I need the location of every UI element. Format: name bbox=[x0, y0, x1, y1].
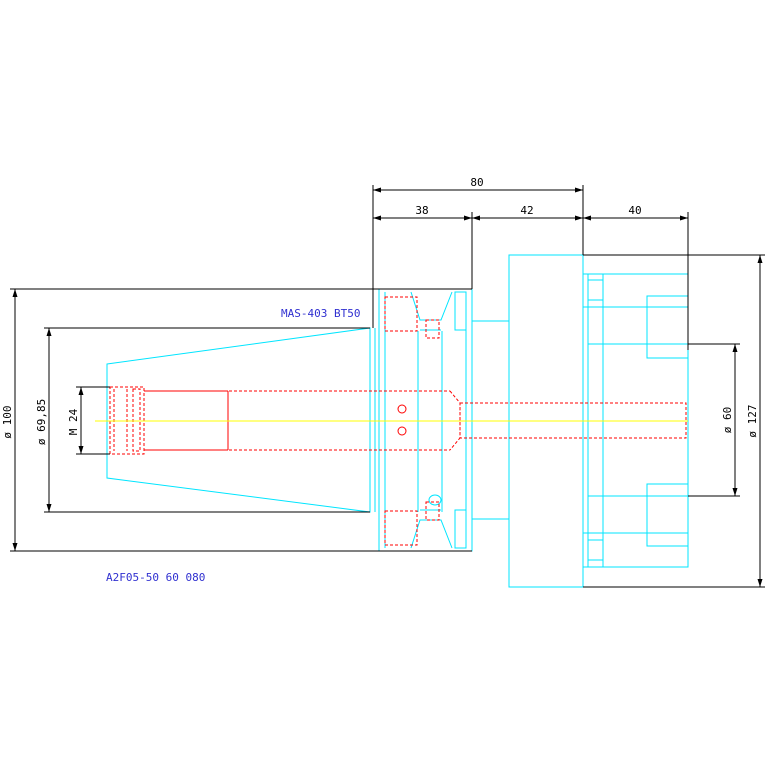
dimension-lines bbox=[10, 185, 765, 588]
dim-label-40: 40 bbox=[628, 204, 641, 217]
arrow-127-top bbox=[757, 255, 763, 263]
dim-label-dia60: ø 60 bbox=[721, 407, 734, 434]
spindle-spec-note: A2F05-50 60 080 bbox=[106, 571, 205, 584]
clamp-block-top bbox=[646, 295, 689, 359]
v-groove-top bbox=[410, 291, 453, 321]
key-slot-top bbox=[425, 319, 440, 339]
arrow-80-right bbox=[575, 187, 583, 193]
dim-label-38: 38 bbox=[415, 204, 428, 217]
v-groove-bottom bbox=[410, 519, 453, 549]
neck bbox=[471, 320, 510, 520]
arrow-100-bottom bbox=[12, 543, 18, 551]
thread-m24-inner bbox=[132, 388, 141, 452]
flange-pocket-top bbox=[384, 296, 418, 332]
arrow-38-left bbox=[373, 215, 381, 221]
hidden-features bbox=[109, 296, 687, 546]
stud-bottom bbox=[588, 539, 604, 561]
arrow-127-bottom bbox=[757, 579, 763, 587]
taper-spec-note: MAS-403 BT50 bbox=[281, 307, 360, 320]
arrow-100-top bbox=[12, 289, 18, 297]
flange-pocket-bottom bbox=[384, 510, 418, 546]
drive-slot-bottom bbox=[454, 509, 467, 549]
dim-label-dia6985: ø 69,85 bbox=[35, 399, 48, 445]
clamp-block-bottom bbox=[646, 483, 689, 547]
dim-label-80: 80 bbox=[470, 176, 483, 189]
arrow-40-left bbox=[583, 215, 591, 221]
arrow-38-right bbox=[464, 215, 472, 221]
arrow-m24-bottom bbox=[78, 446, 84, 454]
coolant-port-top bbox=[397, 404, 407, 414]
dim-label-dia100: ø 100 bbox=[1, 405, 14, 438]
key-slot-bottom bbox=[425, 501, 440, 521]
arrow-60-top bbox=[732, 344, 738, 352]
arrow-6985-bottom bbox=[46, 504, 52, 512]
coolant-channel bbox=[459, 402, 687, 439]
arrowheads bbox=[12, 187, 763, 587]
dim-label-42: 42 bbox=[520, 204, 533, 217]
drive-slot-top bbox=[454, 291, 467, 331]
coolant-port-bottom bbox=[397, 426, 407, 436]
arrow-m24-top bbox=[78, 387, 84, 395]
dim-label-dia127: ø 127 bbox=[746, 404, 759, 437]
bore-chamfer bbox=[449, 390, 461, 451]
arrow-6985-top bbox=[46, 328, 52, 336]
arrow-42-left bbox=[472, 215, 480, 221]
stud-top bbox=[588, 279, 604, 301]
arrow-60-bottom bbox=[732, 488, 738, 496]
dim-label-m24: M 24 bbox=[67, 408, 80, 435]
arrow-42-right bbox=[575, 215, 583, 221]
arrow-40-right bbox=[680, 215, 688, 221]
taper-cone bbox=[106, 327, 371, 513]
orientation-hole bbox=[428, 494, 442, 506]
arrow-80-left bbox=[373, 187, 381, 193]
